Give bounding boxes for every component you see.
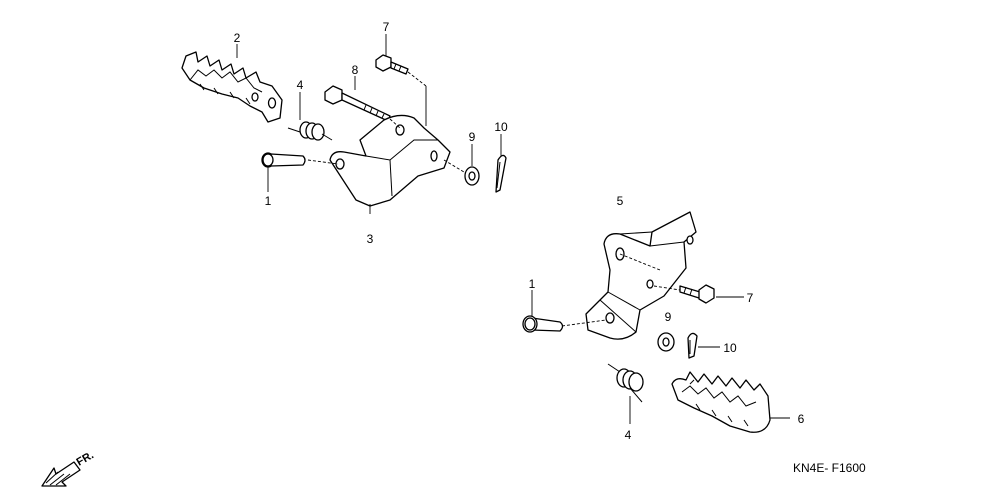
leader-lines-left <box>236 34 502 214</box>
washer-left <box>464 166 480 186</box>
bracket-left <box>329 114 451 207</box>
callout-4-right: 4 <box>625 428 632 442</box>
callout-1-left: 1 <box>265 194 272 208</box>
pin-left <box>261 152 306 168</box>
front-direction-arrow: FR. <box>41 449 96 487</box>
leader-lines-right <box>531 253 790 424</box>
pin-right <box>522 315 564 333</box>
callout-8: 8 <box>352 63 359 77</box>
cotter-pin-right <box>687 332 698 359</box>
callout-2: 2 <box>234 31 241 45</box>
callout-1-right: 1 <box>529 277 536 291</box>
callout-6: 6 <box>798 412 805 426</box>
footpeg-right <box>671 371 771 433</box>
diagram-code: KN4E- F1600 <box>793 461 866 475</box>
bolt-short-right <box>679 284 715 304</box>
callout-9-left: 9 <box>469 130 476 144</box>
callout-10-left: 10 <box>494 120 508 134</box>
callout-5: 5 <box>617 194 624 208</box>
callout-labels: 1 2 3 4 7 8 9 10 5 1 7 9 10 4 6 <box>234 20 805 442</box>
footpeg-left <box>181 51 283 123</box>
bolt-long <box>324 85 391 122</box>
spring-left <box>287 121 333 141</box>
bolt-short-left <box>375 54 409 75</box>
spring-right <box>607 363 644 403</box>
cotter-pin-left <box>495 154 507 193</box>
callout-4-left: 4 <box>297 78 304 92</box>
callout-7-left: 7 <box>383 20 390 34</box>
callout-3: 3 <box>367 232 374 246</box>
callout-9-right: 9 <box>665 310 672 324</box>
callout-7-right: 7 <box>747 291 754 305</box>
washer-right <box>657 332 675 352</box>
callout-10-right: 10 <box>723 341 737 355</box>
direction-label: FR. <box>75 449 96 468</box>
